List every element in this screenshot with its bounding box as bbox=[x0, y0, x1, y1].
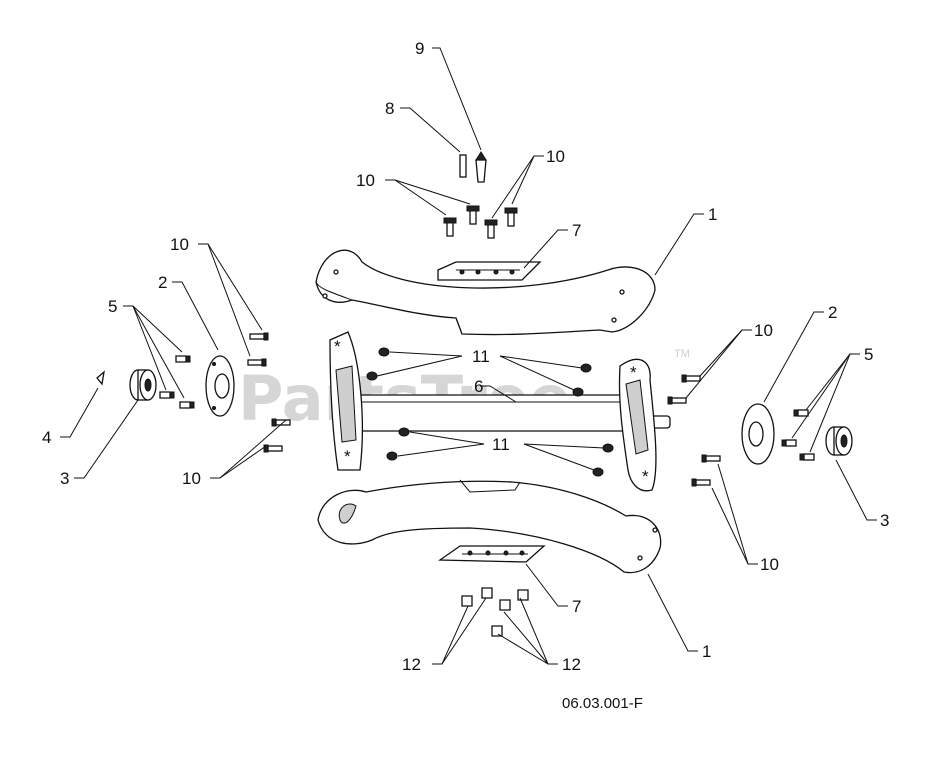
callout-9: 9 bbox=[415, 39, 424, 58]
callout-3-left: 3 bbox=[60, 469, 69, 488]
callout-4: 4 bbox=[42, 428, 51, 447]
nuts-11 bbox=[366, 347, 614, 477]
leader-lines bbox=[60, 47, 877, 665]
top-carriage-bolts-10 bbox=[443, 205, 518, 239]
callout-2-right: 2 bbox=[828, 303, 837, 322]
callout-1-top: 1 bbox=[708, 205, 717, 224]
svg-text:*: * bbox=[642, 467, 649, 486]
callout-10-d: 10 bbox=[182, 469, 201, 488]
upper-frame-bracket bbox=[315, 249, 656, 336]
right-carriage-bolts bbox=[667, 374, 721, 487]
left-key bbox=[96, 370, 105, 386]
top-pin-8 bbox=[459, 154, 467, 178]
callout-10-a: 10 bbox=[356, 171, 375, 190]
callout-10-c: 10 bbox=[170, 235, 189, 254]
top-bolt-9 bbox=[475, 151, 487, 183]
callout-10-f: 10 bbox=[760, 555, 779, 574]
callout-11-top: 11 bbox=[472, 347, 490, 366]
top-hinge-plate bbox=[437, 261, 542, 281]
callout-8: 8 bbox=[385, 99, 394, 118]
callout-7-top: 7 bbox=[572, 221, 581, 240]
callout-3-right: 3 bbox=[880, 511, 889, 530]
bottom-hinge-plate bbox=[438, 545, 546, 563]
callout-1-bottom: 1 bbox=[702, 642, 711, 661]
left-bearing bbox=[129, 369, 157, 401]
callout-10-b: 10 bbox=[546, 147, 565, 166]
lower-frame-bracket bbox=[317, 479, 662, 574]
callout-6: 6 bbox=[474, 377, 483, 396]
drawing-code: 06.03.001-F bbox=[562, 695, 643, 712]
left-flange-bolts bbox=[159, 355, 195, 409]
right-hub-flange bbox=[741, 403, 775, 465]
svg-text:*: * bbox=[334, 337, 341, 356]
svg-text:*: * bbox=[344, 447, 351, 466]
callout-5-left: 5 bbox=[108, 297, 117, 316]
right-bearing bbox=[825, 426, 853, 456]
callout-10-e: 10 bbox=[754, 321, 773, 340]
callout-2-left: 2 bbox=[158, 273, 167, 292]
right-side-plate: * * bbox=[618, 358, 657, 492]
left-side-plate: * * bbox=[329, 331, 363, 471]
watermark-tm: TM bbox=[674, 348, 690, 360]
callout-12-b: 12 bbox=[562, 655, 581, 674]
left-hub-flange bbox=[205, 355, 235, 417]
callout-5-right: 5 bbox=[864, 345, 873, 364]
callout-7-bottom: 7 bbox=[572, 597, 581, 616]
right-flange-bolts bbox=[781, 409, 815, 461]
callout-11-bottom: 11 bbox=[492, 435, 510, 454]
svg-text:*: * bbox=[630, 363, 637, 382]
callout-12-a: 12 bbox=[402, 655, 421, 674]
